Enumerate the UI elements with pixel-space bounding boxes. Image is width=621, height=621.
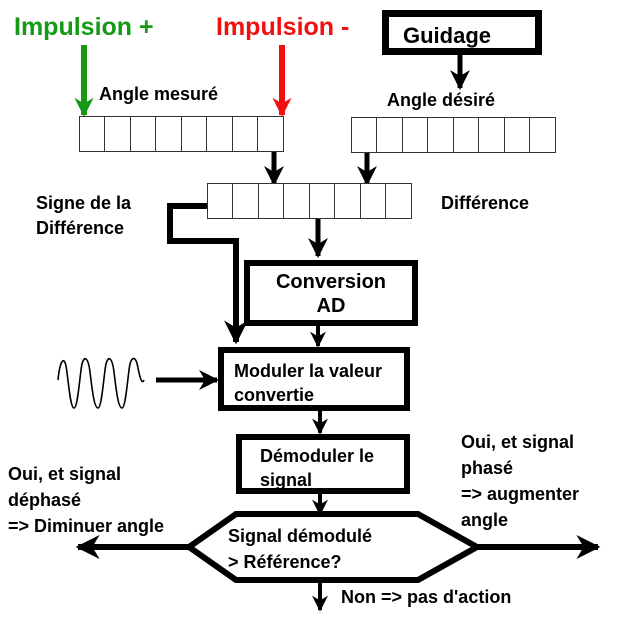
- right-branch-line2: phasé: [461, 458, 514, 478]
- register-bit: [359, 183, 387, 219]
- register-bit: [104, 116, 131, 152]
- conversion-line2: AD: [316, 295, 346, 317]
- register-bit: [376, 117, 403, 153]
- impulse-plus-label: Impulsion +: [14, 13, 154, 41]
- desired-angle-register: [350, 117, 556, 153]
- modulate-label: Moduler la valeur convertie: [234, 359, 382, 407]
- sign-label-line1: Signe de la: [36, 193, 132, 213]
- desired-angle-label: Angle désiré: [387, 90, 496, 110]
- right-branch-line1: Oui, et signal: [461, 432, 575, 452]
- register-bit: [503, 117, 531, 153]
- register-bit: [334, 183, 361, 219]
- register-bit: [283, 183, 310, 219]
- guidance-label: Guidage: [403, 23, 492, 48]
- register-bit: [232, 183, 259, 219]
- register-bit: [308, 183, 336, 219]
- register-bit: [529, 117, 556, 153]
- conversion-label: Conversion AD: [250, 270, 412, 318]
- guidance-box: Guidage: [382, 10, 542, 55]
- register-bit: [231, 116, 259, 152]
- demodulate-label: Démoduler le signal: [260, 444, 374, 492]
- impulse-minus-label: Impulsion -: [216, 13, 350, 41]
- demodulate-line1: Démoduler le: [260, 446, 375, 466]
- left-branch-label: Oui, et signal déphasé => Diminuer angle: [8, 461, 164, 539]
- difference-register: [206, 183, 412, 219]
- decision-line2: > Référence?: [228, 552, 342, 572]
- register-bit: [385, 183, 412, 219]
- demodulate-box: Démoduler le signal: [236, 434, 410, 494]
- register-bit: [180, 116, 208, 152]
- decision-label: Signal démodulé > Référence?: [228, 523, 372, 575]
- register-bit: [478, 117, 505, 153]
- demodulate-line2: signal: [260, 470, 313, 490]
- sign-label-line2: Différence: [36, 218, 125, 238]
- modulate-box: Moduler la valeur convertie: [218, 347, 410, 411]
- difference-label: Différence: [441, 193, 530, 213]
- register-bit: [206, 116, 233, 152]
- left-branch-line1: Oui, et signal: [8, 464, 122, 484]
- register-bit: [78, 116, 106, 152]
- conversion-box: Conversion AD: [244, 260, 418, 326]
- register-bit: [257, 116, 284, 152]
- down-branch-label: Non => pas d'action: [341, 587, 512, 607]
- register-bit: [401, 117, 429, 153]
- sign-bit-path: [167, 203, 248, 345]
- right-branch-label: Oui, et signal phasé => augmenter angle: [461, 429, 579, 533]
- register-bit: [452, 117, 480, 153]
- left-branch-line3: => Diminuer angle: [8, 516, 165, 536]
- sine-wave-icon: [57, 357, 145, 409]
- right-branch-line4: angle: [461, 510, 509, 530]
- modulate-line2: convertie: [234, 385, 315, 405]
- right-branch-line3: => augmenter: [461, 484, 580, 504]
- left-branch-line2: déphasé: [8, 490, 82, 510]
- register-bit: [350, 117, 378, 153]
- register-bit: [427, 117, 454, 153]
- measured-angle-register: [78, 116, 284, 152]
- register-bit: [155, 116, 182, 152]
- measured-angle-label: Angle mesuré: [99, 84, 219, 104]
- register-bit: [257, 183, 285, 219]
- conversion-line1: Conversion: [275, 271, 387, 293]
- modulate-line1: Moduler la valeur: [234, 361, 383, 381]
- register-bit: [206, 183, 234, 219]
- register-bit: [129, 116, 157, 152]
- decision-line1: Signal démodulé: [228, 526, 373, 546]
